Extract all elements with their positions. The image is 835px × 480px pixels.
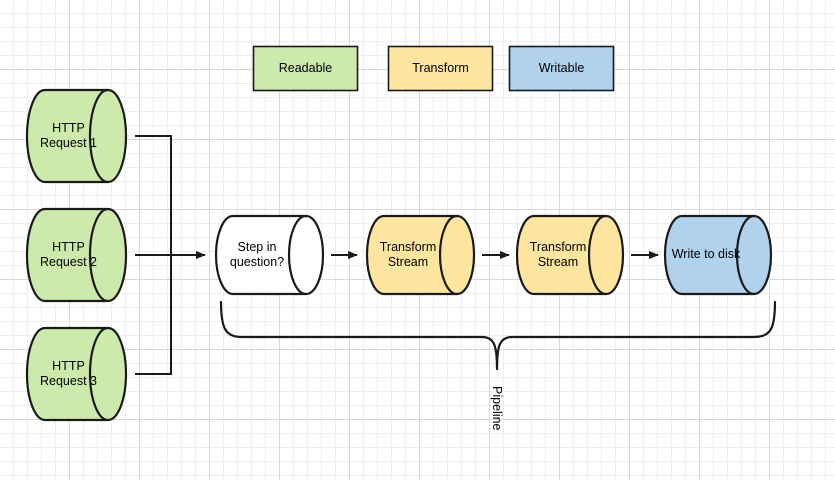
node-http-request-1[interactable] (25, 88, 128, 184)
node-step-in-question[interactable] (214, 214, 325, 296)
connector-lines (135, 135, 659, 375)
node-http-request-2[interactable] (25, 207, 128, 303)
legend-swatch-transform[interactable] (387, 45, 494, 92)
legend-swatch-readable[interactable] (252, 45, 359, 92)
connector-request1 (135, 135, 172, 255)
node-transform-stream-1[interactable] (365, 214, 476, 296)
pipeline-brace (219, 300, 777, 371)
node-http-request-3[interactable] (25, 326, 128, 422)
node-write-to-disk[interactable] (663, 214, 773, 296)
legend-swatch-writable[interactable] (508, 45, 615, 92)
node-transform-stream-2[interactable] (515, 214, 625, 296)
connector-request3 (135, 255, 172, 375)
